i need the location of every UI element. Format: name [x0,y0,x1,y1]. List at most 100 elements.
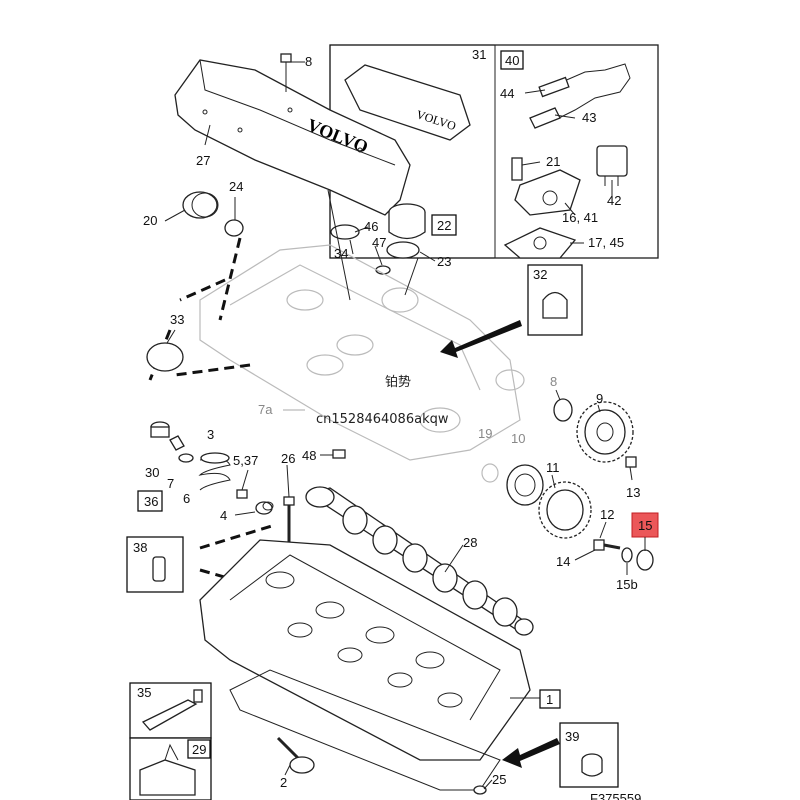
label-25: 25 [492,772,506,787]
valve-spring [198,452,231,491]
vvt-gasket-plate [503,227,577,259]
gear-bolt-13 [625,456,637,468]
lead-27 [204,124,211,146]
cam-plug [182,191,219,219]
lead-13 [629,466,633,481]
label-36: 36 [144,494,158,509]
lead-43 [554,114,576,119]
camshaft-carrier-ghost [199,244,525,461]
vvt-unit-10 [506,464,544,506]
label-38: 38 [133,540,147,555]
label-8: 8 [305,54,312,69]
highlight-15-box [631,512,659,538]
kit-box-flap [164,743,179,761]
lead-cover [327,189,351,301]
label-29: 29 [192,742,206,757]
spring-seat [236,489,248,499]
valve-tappet [150,421,170,438]
seal-ring-46 [330,224,360,240]
part-1-box [539,689,561,709]
cap-15 [636,549,654,571]
oil-filler-cap [388,203,426,240]
lead-33 [166,329,176,344]
label-15b: 15b [616,577,638,592]
label-12: 12 [600,507,614,522]
label-33: 33 [170,312,184,327]
label-7a: 7a [258,402,273,417]
label-11: 11 [546,460,560,475]
label-35: 35 [137,685,151,700]
label-30: 30 [145,465,159,480]
lead-16-41 [564,202,576,216]
part-40-box [500,50,524,70]
label-1: 1 [546,692,553,707]
lead-46 [354,226,369,233]
label-44: 44 [500,86,514,101]
cam-seal [224,219,244,237]
cam-gear-9 [576,401,634,463]
watermark-code: cn1528464086akqw [316,412,449,427]
dash-line-33b [148,329,172,381]
dash-line-33c [174,363,251,377]
label-10: 10 [511,431,525,446]
lead-cap [404,257,419,296]
label-46: 46 [364,219,378,234]
lead-28 [444,544,464,573]
dash-line-20 [218,237,242,321]
lead-8b [555,389,561,401]
lead-26 [286,464,290,498]
label-47: 47 [372,235,386,250]
label-43: 43 [582,110,596,125]
label-40: 40 [505,53,519,68]
inset-box-sensor-subpanel [494,44,659,259]
label-27: 27 [196,153,210,168]
camshaft [305,486,534,636]
lead-47 [374,245,383,266]
kit-box [139,759,196,796]
label-5-37: 5,37 [233,453,258,468]
part-36-box [137,490,163,512]
tube-cap [193,689,203,703]
label-28: 28 [463,535,477,550]
lead-4 [234,511,256,516]
part-29-label-box [187,739,211,759]
dash-line-38 [199,523,276,550]
lead-25 [483,779,493,790]
bump-stop [542,291,568,319]
label-22: 22 [437,218,451,233]
cam-gear-11 [538,481,592,539]
label-26: 26 [281,451,295,466]
valve-keeper [169,435,185,451]
lead-44 [524,89,546,94]
label-21: 21 [546,154,560,169]
lead-5-37 [241,469,249,491]
label-32: 32 [533,267,547,282]
label-19: 19 [478,426,492,441]
seal-8 [553,398,573,422]
label-15: 15 [638,518,652,533]
label-7: 7 [167,476,174,491]
label-24: 24 [229,179,243,194]
label-2: 2 [280,775,287,790]
label-17-45: 17, 45 [588,235,624,250]
lead-9 [597,404,601,413]
label-9: 9 [596,391,603,406]
inset-valve-cover: VOLVO [344,64,471,141]
seal-19 [481,463,499,483]
spring-retainer [178,453,194,463]
label-39: 39 [565,729,579,744]
label-14: 14 [556,554,570,569]
sealant-tube [141,699,198,731]
part-22-box [431,214,457,236]
cover-bolt [280,53,292,92]
lead-11 [551,474,556,489]
label-42: 42 [607,193,621,208]
vvt-connector [596,145,628,186]
dowel-48 [332,449,346,459]
label-6: 6 [183,491,190,506]
expansion-plug [146,342,184,372]
lead-2 [284,764,291,776]
arrow-32 [440,320,522,358]
label-3: 3 [207,427,214,442]
vvt-solenoid [511,157,581,216]
